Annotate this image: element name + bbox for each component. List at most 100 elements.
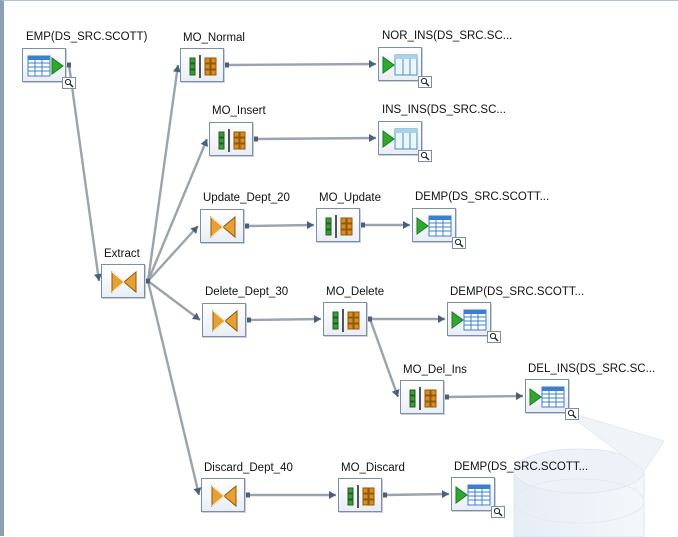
node-mo-delete[interactable]: [323, 302, 367, 336]
node-label-emp: EMP(DS_SRC.SCOTT): [26, 31, 148, 43]
arrowhead: [94, 273, 102, 281]
output-port: [382, 492, 387, 498]
output-port: [253, 136, 258, 142]
arrowhead: [403, 221, 410, 229]
node-mo-discard[interactable]: [338, 478, 382, 512]
view-data-magnifier-icon[interactable]: [62, 76, 76, 89]
arrowhead: [190, 226, 198, 234]
connection-layer: [66, 60, 524, 499]
connection-extract-del_30: [147, 280, 201, 321]
node-label-demp3: DEMP(DS_SRC.SCOTT...: [454, 461, 589, 473]
map-operation-icon: [332, 309, 360, 332]
output-port: [245, 492, 250, 498]
arrowhead: [368, 60, 376, 69]
node-label-ins-ins: INS_INS(DS_SRC.SC...: [382, 104, 506, 116]
arrowhead: [200, 139, 209, 147]
connection-emp-extract: [67, 64, 101, 282]
connection-mo_delete-mo_del_ins: [368, 318, 400, 398]
connection-extract-upd_20: [147, 225, 199, 282]
template-table-icon: [382, 54, 418, 76]
database-watermark-icon: [513, 410, 665, 537]
node-nor-ins[interactable]: [378, 47, 422, 81]
map-operation-icon: [325, 215, 353, 238]
map-operation-icon: [189, 55, 217, 78]
node-ins-ins[interactable]: [378, 121, 422, 155]
query-transform-icon: [211, 484, 237, 508]
node-demp1[interactable]: [412, 208, 456, 242]
query-transform-icon: [212, 309, 238, 333]
arrowhead: [329, 491, 336, 499]
connection-del_30-mo_delete: [248, 317, 322, 322]
arrowhead: [173, 65, 181, 73]
output-port: [360, 222, 365, 228]
arrowhead: [313, 315, 321, 324]
node-mo-del-ins[interactable]: [400, 380, 444, 414]
map-operation-icon: [218, 129, 246, 152]
node-upd-20[interactable]: [200, 209, 244, 243]
view-data-magnifier-icon[interactable]: [418, 75, 432, 88]
template-table-icon: [382, 128, 418, 150]
node-emp[interactable]: [22, 48, 66, 82]
target-table-icon: [455, 484, 491, 506]
node-label-extract: Extract: [104, 248, 140, 260]
query-transform-icon: [210, 215, 236, 239]
view-data-magnifier-icon[interactable]: [565, 407, 579, 420]
arrowhead: [306, 221, 314, 230]
node-label-mo-del-ins: MO_Del_Ins: [403, 364, 467, 376]
node-label-mo-delete: MO_Delete: [326, 286, 385, 298]
node-disc-40[interactable]: [201, 478, 245, 512]
connection-mo_normal-nor_ins: [226, 62, 377, 67]
view-data-magnifier-icon[interactable]: [452, 236, 466, 249]
arrowhead: [193, 487, 202, 495]
query-transform-icon: [111, 270, 137, 294]
arrowhead: [391, 389, 400, 397]
node-label-nor-ins: NOR_INS(DS_SRC.SC...: [382, 30, 513, 42]
connection-mo_insert-ins_ins: [255, 136, 377, 141]
view-data-magnifier-icon[interactable]: [491, 505, 505, 518]
output-port: [367, 316, 372, 322]
source-table-icon: [27, 55, 64, 77]
node-demp3[interactable]: [451, 477, 495, 511]
connection-extract-disc_40: [146, 280, 201, 496]
node-demp2[interactable]: [447, 302, 491, 336]
output-port: [444, 394, 449, 400]
connection-mo_discard-demp3: [384, 492, 450, 497]
node-extract[interactable]: [101, 264, 145, 298]
node-label-del-ins: DEL_INS(DS_SRC.SC...: [528, 363, 656, 375]
node-label-del-30: Delete_Dept_30: [205, 286, 289, 298]
connection-extract-mo_insert: [146, 138, 209, 282]
node-label-demp1: DEMP(DS_SRC.SCOTT...: [415, 191, 550, 203]
output-port: [66, 62, 71, 68]
node-label-disc-40: Discard_Dept_40: [204, 462, 293, 474]
view-data-magnifier-icon[interactable]: [418, 149, 432, 162]
node-label-mo-discard: MO_Discard: [341, 462, 405, 474]
node-del-30[interactable]: [202, 303, 246, 337]
node-mo-insert[interactable]: [209, 122, 253, 156]
connection-mo_del_ins-del_ins: [446, 394, 524, 399]
node-mo-update[interactable]: [316, 208, 360, 242]
arrowhead: [441, 490, 449, 499]
arrowhead: [368, 134, 376, 143]
target-table-icon: [451, 309, 487, 331]
arrowhead: [192, 312, 200, 320]
node-label-mo-update: MO_Update: [319, 192, 382, 204]
output-port: [145, 278, 150, 284]
connection-extract-mo_normal: [146, 64, 180, 282]
target-table-icon: [416, 215, 452, 237]
map-operation-icon: [347, 485, 375, 508]
node-label-mo-normal: MO_Normal: [183, 32, 245, 44]
output-port: [244, 223, 249, 229]
view-data-magnifier-icon[interactable]: [487, 330, 501, 343]
node-mo-normal[interactable]: [180, 48, 224, 82]
node-label-mo-insert: MO_Insert: [212, 105, 266, 117]
node-del-ins[interactable]: [525, 379, 569, 413]
arrowhead: [515, 392, 523, 401]
target-table-icon: [529, 386, 565, 408]
arrowhead: [438, 315, 445, 323]
connection-upd_20-mo_update: [246, 223, 315, 228]
output-port: [246, 317, 251, 323]
node-label-upd-20: Update_Dept_20: [203, 192, 290, 204]
map-operation-icon: [409, 387, 437, 410]
node-label-demp2: DEMP(DS_SRC.SCOTT...: [450, 286, 585, 298]
